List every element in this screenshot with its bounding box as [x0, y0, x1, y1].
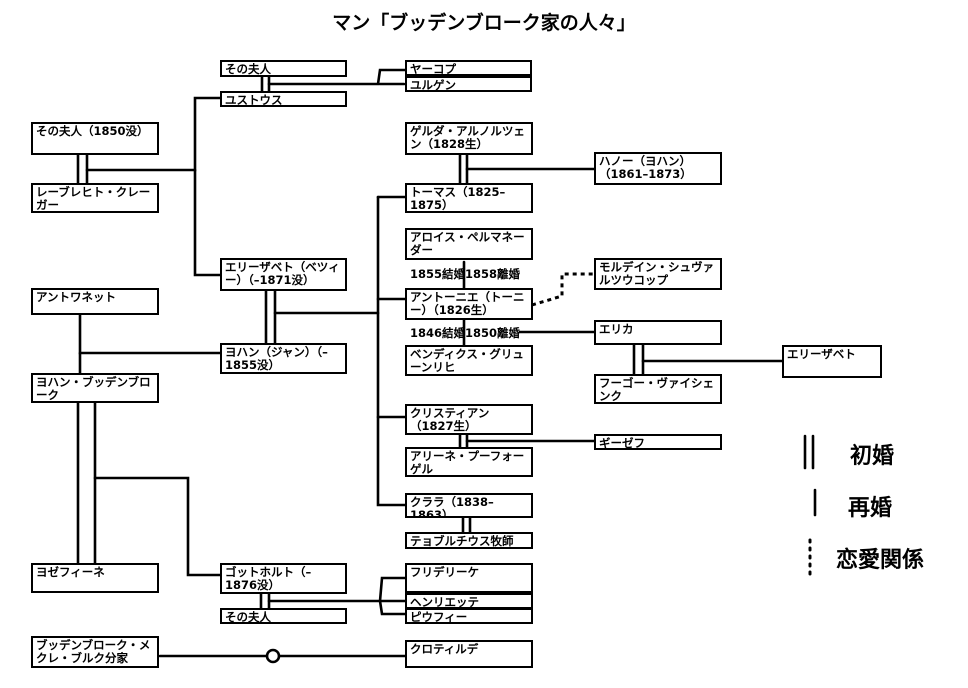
person-sono-fujin-top: その夫人 [220, 60, 347, 77]
person-thomas: トーマス（1825–1875） [405, 183, 533, 213]
person-klothilde: クロティルデ [405, 640, 533, 668]
person-gerda: ゲルダ・アルノルツェン（1828生） [405, 122, 533, 155]
person-yakob: ヤーコプ [405, 60, 532, 76]
person-sono-fujin-bottom: その夫人 [220, 608, 347, 624]
marriage-note-grunlich: 1846結婚1850離婚 [410, 326, 521, 340]
person-sono-fujin-1850: その夫人（1850没） [31, 122, 159, 155]
person-hanno: ハノー（ヨハン）（1861–1873） [594, 152, 722, 185]
person-eustous: ユストウス [220, 91, 347, 107]
person-morten: モルデイン・シュヴァルツウコップ [594, 258, 722, 290]
person-alois: アロイス・ペルマネーダー [405, 228, 533, 260]
person-yulgen: ユルゲン [405, 76, 532, 92]
person-pfiffi: ピウフィー [405, 608, 533, 624]
legend-remarriage: 再婚 [848, 495, 893, 521]
person-elisabeth-small: エリーザベト [782, 345, 882, 378]
person-josephine: ヨゼフィーネ [31, 563, 159, 593]
person-klara: クララ（1838–1863） [405, 493, 533, 518]
person-antoinette: アントワネット [31, 288, 159, 315]
marriage-note-permaneder: 1855結婚1858離婚 [410, 267, 521, 281]
person-christian: クリスティアン（1827生） [405, 404, 533, 435]
person-erika: エリカ [594, 320, 722, 345]
person-leberecht: レーブレヒト・クレーガー [31, 183, 159, 213]
person-tony: アントーニエ（トーニー）（1826生） [405, 288, 533, 320]
legend-romance: 恋愛関係 [836, 547, 925, 573]
person-johann-buddenbrook: ヨハン・ブッデンブローク [31, 373, 159, 403]
person-henriette: ヘンリエッテ [405, 593, 533, 609]
person-bendix: ベンディクス・グリューンリヒ [405, 345, 533, 376]
person-friederike: フリデリーケ [405, 563, 533, 593]
legend-first-marriage: 初婚 [850, 443, 895, 469]
person-tiburtius: テョブルチウス牧師 [405, 532, 533, 549]
diagram-title: マン「ブッデンブローク家の人々」 [332, 12, 636, 34]
person-hugo: フーゴー・ヴァイシェンク [594, 374, 722, 404]
person-gotthold: ゴットホルト（–1876没） [220, 563, 347, 594]
person-johann-jean: ヨハン（ジャン）（–1855没） [220, 343, 347, 374]
person-mecklenburg: ブッデンブローク・メクレ・ブルク分家 [31, 636, 159, 668]
person-aline: アリーネ・プーフォーゲル [405, 447, 533, 477]
person-giesef: ギーゼフ [594, 434, 722, 450]
person-elisabeth-bethy: エリーザベト（ベツィー）（–1871没） [220, 258, 347, 291]
